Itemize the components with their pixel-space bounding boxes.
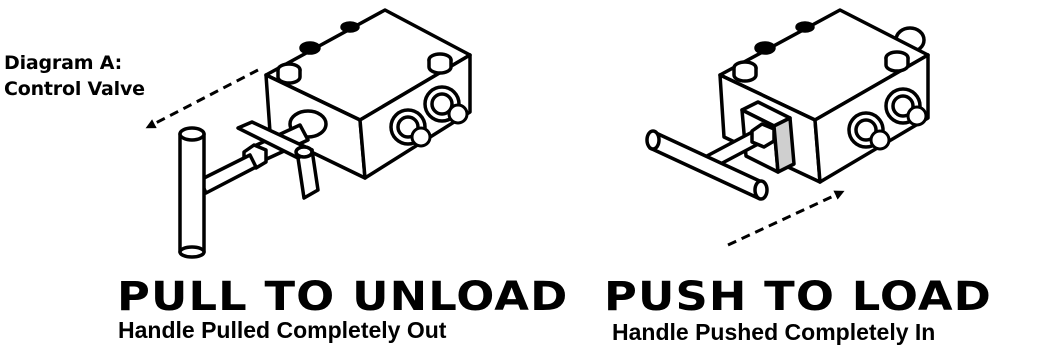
diagram-label-title: Diagram A: bbox=[4, 52, 122, 74]
push-heading: PUSH TO LOAD bbox=[604, 274, 992, 320]
direction-arrow-out bbox=[145, 68, 259, 129]
bolt-icon bbox=[732, 60, 758, 83]
nut-icon bbox=[750, 122, 776, 149]
diagram-label: Diagram A: Control Valve bbox=[4, 50, 145, 102]
bolt-icon bbox=[427, 52, 453, 75]
hydraulic-fitting-icon bbox=[884, 87, 928, 127]
handle-rod bbox=[198, 153, 258, 195]
pull-heading: PULL TO UNLOAD bbox=[117, 274, 569, 320]
valve-illustration-push bbox=[645, 8, 930, 201]
handle-grip bbox=[178, 132, 206, 254]
hydraulic-fitting-icon bbox=[389, 108, 432, 148]
pull-subheading: Handle Pulled Completely Out bbox=[118, 317, 447, 343]
direction-arrow-in bbox=[727, 190, 845, 247]
diagram-label-subtitle: Control Valve bbox=[4, 78, 145, 100]
valve-illustration-pull bbox=[178, 8, 472, 259]
bolt-icon bbox=[884, 50, 910, 73]
push-subheading: Handle Pushed Completely In bbox=[612, 319, 936, 345]
bolt-icon bbox=[276, 62, 302, 85]
hydraulic-fitting-icon bbox=[847, 111, 891, 151]
hydraulic-fitting-icon bbox=[423, 85, 469, 125]
